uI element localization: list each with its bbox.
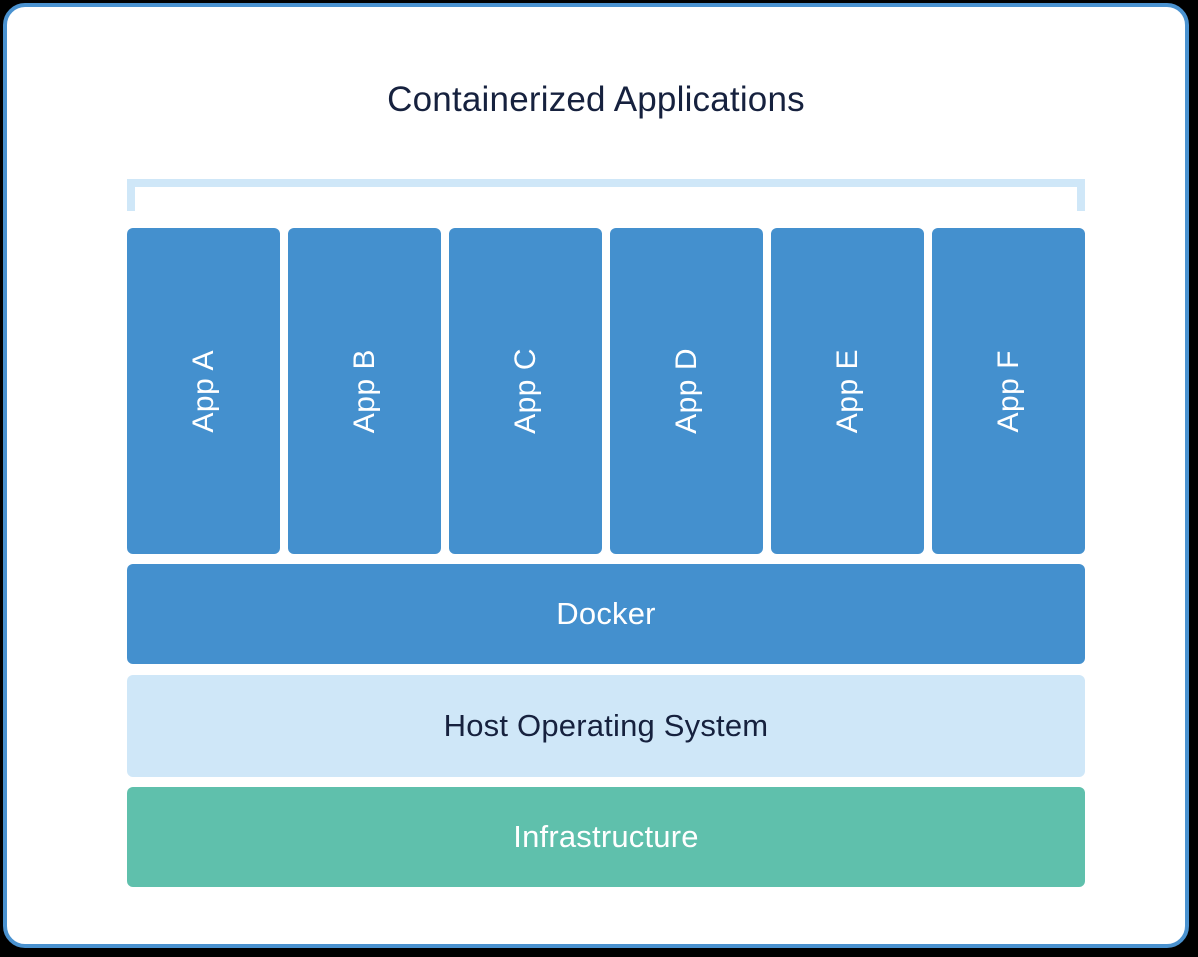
app-label-b: App B bbox=[347, 348, 381, 434]
app-box-e[interactable]: App E bbox=[771, 228, 924, 554]
app-label-wrap-b: App B bbox=[288, 228, 441, 554]
app-label-e: App E bbox=[830, 348, 864, 434]
app-label-wrap-c: App C bbox=[449, 228, 602, 554]
app-label-wrap-a: App A bbox=[127, 228, 280, 554]
app-label-c: App C bbox=[508, 348, 542, 434]
containers-bracket bbox=[127, 179, 1085, 211]
diagram-frame: Containerized Applications App A App B A… bbox=[3, 3, 1189, 948]
layer-infrastructure[interactable]: Infrastructure bbox=[127, 787, 1085, 887]
app-box-c[interactable]: App C bbox=[449, 228, 602, 554]
app-box-a[interactable]: App A bbox=[127, 228, 280, 554]
app-label-wrap-f: App F bbox=[932, 228, 1085, 554]
app-label-wrap-d: App D bbox=[610, 228, 763, 554]
layer-host-operating-system[interactable]: Host Operating System bbox=[127, 675, 1085, 777]
app-container-row: App A App B App C App D App E App F bbox=[127, 228, 1085, 554]
app-box-d[interactable]: App D bbox=[610, 228, 763, 554]
app-label-a: App A bbox=[186, 349, 220, 433]
app-label-f: App F bbox=[991, 349, 1025, 433]
app-label-wrap-e: App E bbox=[771, 228, 924, 554]
app-box-f[interactable]: App F bbox=[932, 228, 1085, 554]
app-box-b[interactable]: App B bbox=[288, 228, 441, 554]
layer-docker[interactable]: Docker bbox=[127, 564, 1085, 664]
page-title: Containerized Applications bbox=[387, 80, 805, 119]
app-label-d: App D bbox=[669, 348, 703, 434]
